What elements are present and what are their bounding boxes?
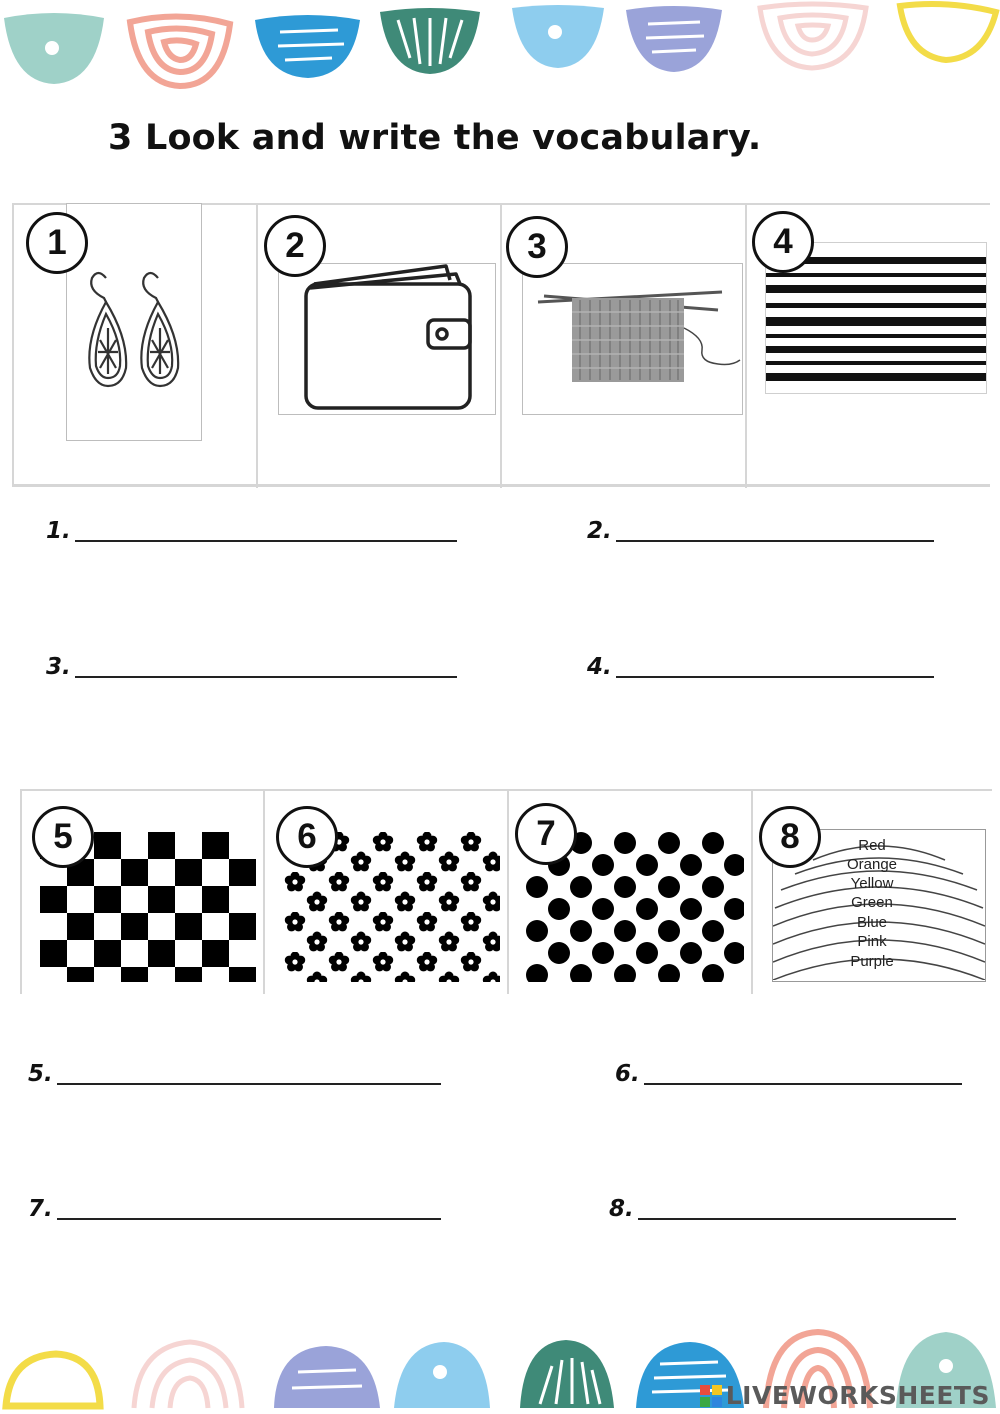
rainbow-label: Green — [851, 894, 893, 911]
pink-spiral-icon — [757, 1, 869, 71]
lavender-arch-icon — [274, 1346, 380, 1408]
rainbow-label: Red — [858, 837, 886, 854]
grid-divider — [507, 789, 509, 994]
answer-number: 8. — [609, 1196, 634, 1222]
bottom-decoration — [2, 1328, 996, 1410]
sky-bowl-icon — [512, 5, 604, 68]
answer-number: 1. — [46, 518, 71, 544]
answer-underline[interactable] — [637, 1218, 956, 1220]
answer-underline[interactable] — [615, 540, 934, 542]
item-number-badge: 4 — [752, 211, 814, 273]
answer-underline[interactable] — [615, 676, 934, 678]
teal-arch-icon — [896, 1332, 996, 1408]
answer-line[interactable]: 7. — [28, 1198, 441, 1221]
item-number-badge: 3 — [506, 216, 568, 278]
wallet-icon — [304, 264, 472, 410]
knitting-icon — [537, 290, 741, 382]
answer-number: 7. — [28, 1196, 53, 1222]
sky-arch-icon — [394, 1342, 490, 1408]
answer-line[interactable]: 4. — [587, 656, 934, 679]
rainbow-label: Yellow — [851, 875, 894, 892]
blue-bowl-icon — [255, 15, 360, 78]
grid-divider — [256, 203, 258, 488]
answer-line[interactable]: 6. — [615, 1063, 962, 1086]
answer-number: 2. — [587, 518, 612, 544]
answer-underline[interactable] — [74, 676, 457, 678]
rainbow-icon: Red Orange Yellow Green Blue Pink Purple — [773, 837, 985, 980]
item-number-badge: 6 — [276, 806, 338, 868]
answer-number: 3. — [46, 654, 71, 680]
pink-arch-icon — [131, 1339, 245, 1409]
stripes-pattern-icon — [766, 257, 986, 381]
answer-number: 5. — [28, 1061, 53, 1087]
rainbow-label: Purple — [850, 953, 893, 970]
lavender-bowl-icon — [626, 6, 722, 72]
coral-spiral-icon — [126, 13, 234, 90]
rainbow-label: Pink — [857, 933, 887, 950]
grid-divider — [745, 203, 747, 488]
liveworksheets-logo: LIVEWORKSHEETS — [699, 1381, 990, 1410]
liveworksheets-logo-icon — [699, 1384, 722, 1407]
item-number-badge: 8 — [759, 806, 821, 868]
answer-underline[interactable] — [56, 1083, 441, 1085]
answer-number: 6. — [615, 1061, 640, 1087]
grid-divider — [263, 789, 265, 994]
item-number-badge: 1 — [26, 212, 88, 274]
earrings-icon — [88, 271, 180, 388]
green-arch-icon — [520, 1340, 614, 1408]
grid-divider — [20, 789, 22, 994]
item-number-badge: 2 — [264, 215, 326, 277]
grid-divider — [20, 789, 992, 791]
answer-line[interactable]: 2. — [587, 520, 934, 543]
yellow-arch-icon — [2, 1350, 104, 1410]
page-title: 3 Look and write the vocabulary. — [108, 118, 762, 158]
picture-frame — [66, 203, 202, 441]
rainbow-label: Blue — [857, 914, 887, 931]
item-number-badge: 7 — [515, 803, 577, 865]
green-bowl-icon — [380, 8, 480, 74]
answer-underline[interactable] — [643, 1083, 962, 1085]
grid-divider — [500, 203, 502, 488]
item-number-badge: 5 — [32, 806, 94, 868]
answer-underline[interactable] — [56, 1218, 441, 1220]
answer-line[interactable]: 8. — [609, 1198, 956, 1221]
grid-divider — [12, 203, 14, 485]
answer-line[interactable]: 1. — [46, 520, 457, 543]
logo-text: LIVEWORKSHEETS — [725, 1381, 990, 1410]
answer-line[interactable]: 3. — [46, 656, 457, 679]
answer-number: 4. — [587, 654, 612, 680]
grid-divider — [751, 789, 753, 994]
teal-bowl-icon — [4, 13, 104, 84]
answer-line[interactable]: 5. — [28, 1063, 441, 1086]
yellow-bowl-icon — [896, 1, 1000, 64]
top-decoration — [4, 1, 1000, 90]
rainbow-label: Orange — [847, 856, 897, 873]
answer-underline[interactable] — [74, 540, 457, 542]
coral-arch-icon — [763, 1328, 873, 1409]
